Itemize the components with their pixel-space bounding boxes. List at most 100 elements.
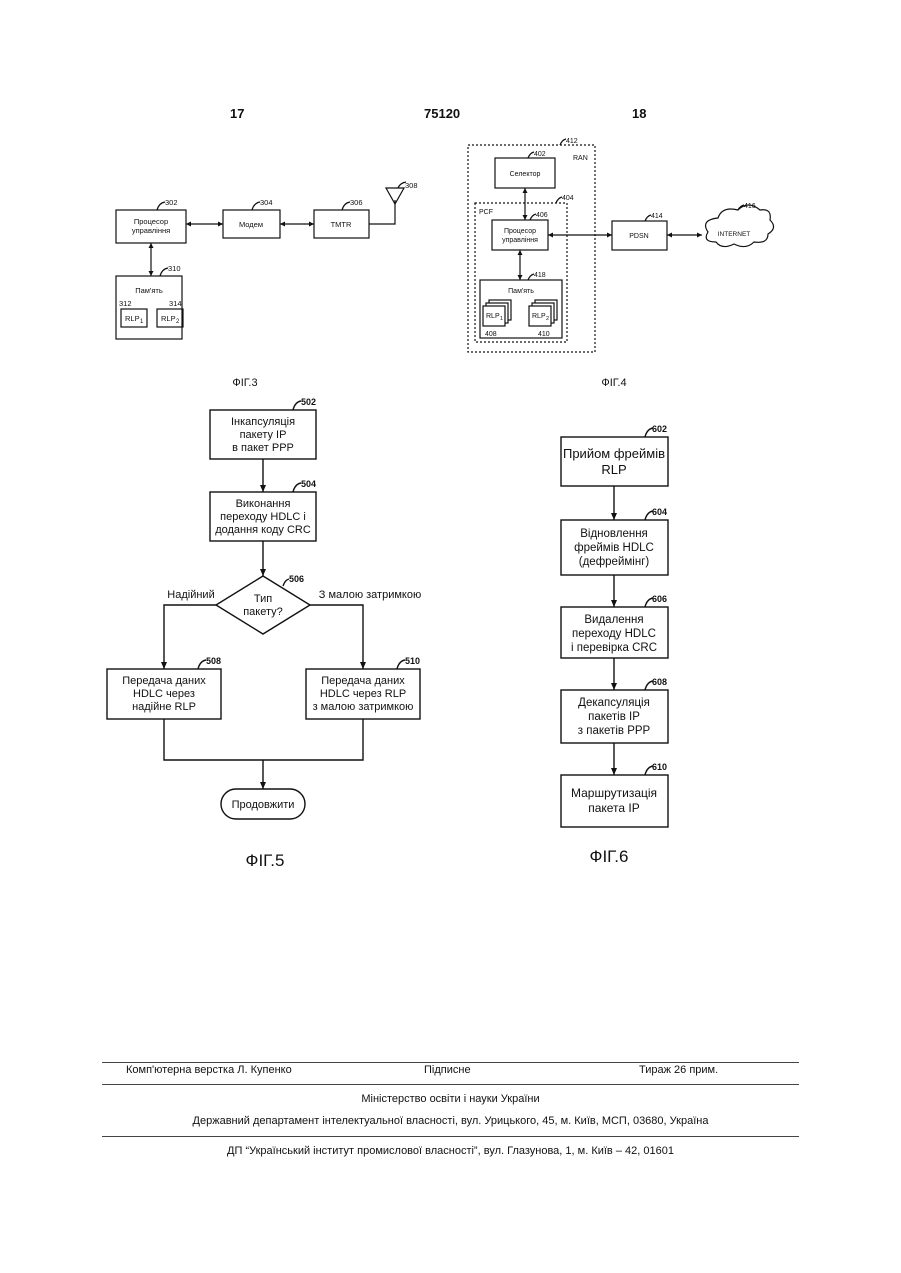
- fig5-504-line1: Виконання: [236, 498, 291, 510]
- fig5-branch-right: З малою затримкою: [319, 589, 421, 601]
- fig4-memory-label: Пам'ять: [508, 288, 534, 295]
- fig6-602-line2: RLP: [601, 462, 626, 477]
- fig5-leader-502: [293, 401, 301, 410]
- fig4-ref-404: 404: [562, 195, 574, 202]
- fig5-502-line1: Інкапсуляція: [231, 416, 295, 428]
- fig4-processor-line1: Процесор: [504, 228, 536, 235]
- fig4-pcf-label: PCF: [479, 209, 493, 216]
- fig4-ref-410: 410: [538, 331, 550, 338]
- fig3-ref-304: 304: [260, 198, 273, 207]
- fig5-504-line2: переходу HDLC і: [220, 511, 306, 523]
- fig3-ref-314: 314: [169, 299, 182, 308]
- fig5-ref-502: 502: [301, 397, 316, 407]
- fig3-leader-304: [252, 202, 260, 210]
- fig5-ref-508: 508: [206, 656, 221, 666]
- fig5-leader-510: [397, 660, 405, 669]
- fig4-ref-418: 418: [534, 272, 546, 279]
- fig4-rlp2-label: RLP: [532, 313, 546, 320]
- fig6-ref-606: 606: [652, 594, 667, 604]
- fig4-ref-416: 416: [744, 203, 756, 210]
- fig6-ref-608: 608: [652, 677, 667, 687]
- fig4-ref-414: 414: [651, 213, 663, 220]
- fig5-502-line3: в пакет PPP: [232, 442, 294, 454]
- fig4-rlp2-sub: 2: [546, 316, 549, 322]
- fig5-decision-506: [216, 576, 310, 634]
- fig4-pdsn-label: PDSN: [629, 233, 648, 240]
- footer-ministry: Міністерство освіти і науки України: [102, 1093, 799, 1105]
- fig3-leader-302: [157, 202, 165, 210]
- fig3-rlp1-sub: 1: [140, 319, 144, 325]
- fig4-caption: ФІГ.4: [601, 377, 626, 389]
- fig5-ref-504: 504: [301, 479, 316, 489]
- fig5-508-line2: HDLC через: [133, 688, 195, 700]
- fig3-ref-306: 306: [350, 198, 363, 207]
- fig5-510-line1: Передача даних: [321, 675, 405, 687]
- fig5-leader-508: [198, 660, 206, 669]
- fig3-rlp2-label: RLP: [161, 314, 176, 323]
- fig5-506-line2: пакету?: [243, 606, 283, 618]
- fig3-processor-line2: управління: [132, 226, 170, 235]
- fig3-caption: ФІГ.3: [232, 377, 257, 389]
- fig5-510-line3: з малою затримкою: [313, 701, 414, 713]
- fig3-leader-306: [342, 202, 350, 210]
- fig5-508-line3: надійне RLP: [132, 701, 196, 713]
- fig6-ref-604: 604: [652, 507, 667, 517]
- fig6-606-line2: переходу HDLC: [572, 628, 656, 640]
- fig3-memory-label: Пам'ять: [135, 286, 163, 295]
- fig6-ref-602: 602: [652, 424, 667, 434]
- fig4-ref-412: 412: [566, 138, 578, 145]
- footer-rule-bottom: [102, 1136, 799, 1137]
- fig4-ref-406: 406: [536, 212, 548, 219]
- fig4-ran-label: RAN: [573, 155, 588, 162]
- fig6-606-line1: Видалення: [584, 614, 643, 626]
- fig6-608-line1: Декапсуляція: [578, 697, 650, 709]
- fig3-ref-302: 302: [165, 198, 178, 207]
- fig5-end-label: Продовжити: [232, 799, 295, 811]
- fig5-caption: ФІГ.5: [246, 851, 285, 870]
- fig3-processor-line1: Процесор: [134, 217, 168, 226]
- fig5-508-line1: Передача даних: [122, 675, 206, 687]
- footer-department: Державний департамент інтелектуальної вл…: [102, 1115, 799, 1127]
- fig3-modem-label: Модем: [239, 220, 263, 229]
- fig5-510-line2: HDLC через RLP: [320, 688, 406, 700]
- fig3-ref-312: 312: [119, 299, 132, 308]
- fig3-ref-310: 310: [168, 264, 181, 273]
- fig5-504-line3: додання коду CRC: [215, 524, 311, 536]
- footer-circulation: Тираж 26 прим.: [639, 1064, 718, 1076]
- fig4-processor-line2: управління: [502, 236, 538, 244]
- fig4-internet-label: INTERNET: [718, 231, 751, 238]
- fig5-branch-left: Надійний: [167, 589, 214, 601]
- fig6-604-line1: Відновлення: [580, 528, 648, 540]
- fig4-selector-label: Селектор: [510, 171, 541, 178]
- fig4-rlp1-label: RLP: [486, 313, 500, 320]
- fig3-rlp2-sub: 2: [176, 319, 180, 325]
- fig5-502-line2: пакету IP: [240, 429, 287, 441]
- fig6-ref-610: 610: [652, 762, 667, 772]
- fig6-608-line2: пакетів IP: [588, 711, 640, 723]
- footer-rule-middle: [102, 1084, 799, 1085]
- fig6-604-line3: (дефреймінг): [579, 556, 650, 568]
- footer-signed: Підписне: [424, 1064, 471, 1076]
- fig5-ref-510: 510: [405, 656, 420, 666]
- fig4-rlp1-sub: 1: [500, 316, 503, 322]
- fig5-merge-line: [164, 719, 363, 760]
- fig5-arrow-506-510: [310, 605, 363, 669]
- footer-institute: ДП “Український інститут промислової вла…: [102, 1145, 799, 1157]
- fig6-610-line2: пакета IP: [588, 801, 640, 815]
- fig6-610-line1: Маршрутизація: [571, 786, 657, 800]
- fig4-ref-402: 402: [534, 151, 546, 158]
- fig3-antenna-feed: [369, 200, 395, 224]
- internet-cloud-icon: [706, 205, 774, 247]
- footer-layout-credit: Комп'ютерна верстка Л. Купенко: [126, 1064, 292, 1076]
- fig3-tmtr-label: TMTR: [331, 220, 352, 229]
- fig5-ref-506: 506: [289, 574, 304, 584]
- fig6-608-line3: з пакетів PPP: [578, 725, 651, 737]
- fig4-ref-408: 408: [485, 331, 497, 338]
- fig5-leader-504: [293, 483, 301, 492]
- fig4-processor-box: [492, 220, 548, 250]
- fig3-leader-310: [160, 268, 168, 276]
- fig3-rlp1-label: RLP: [125, 314, 140, 323]
- footer-rule-top: [102, 1062, 799, 1063]
- fig3-ref-308: 308: [405, 181, 418, 190]
